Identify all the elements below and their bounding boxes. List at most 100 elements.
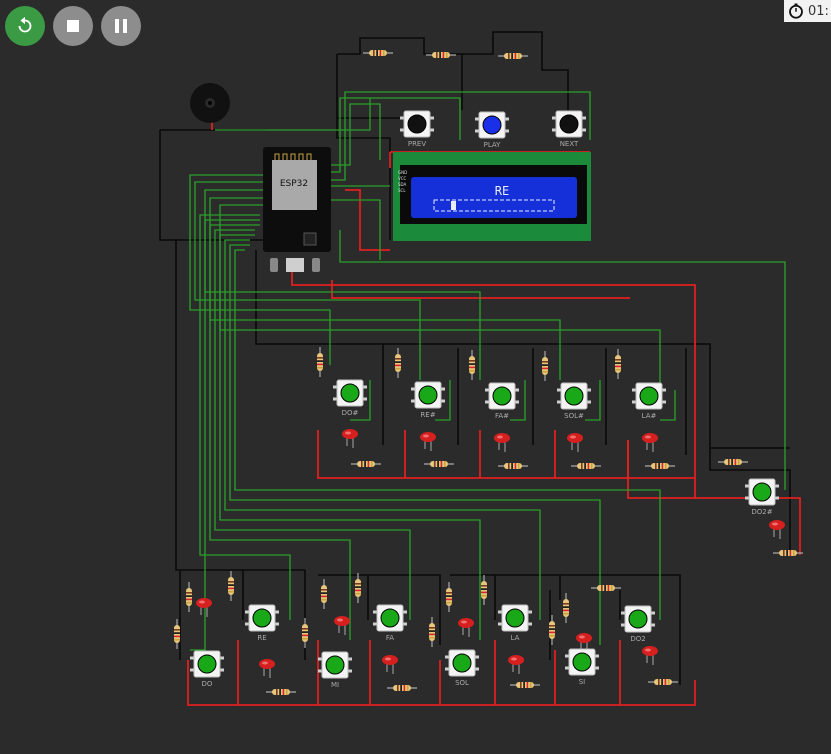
re-sharp-label: RE# xyxy=(420,411,435,419)
led[interactable] xyxy=(508,655,524,674)
resistor[interactable] xyxy=(355,573,361,603)
lcd-display: RE xyxy=(393,152,591,241)
led[interactable] xyxy=(567,433,583,452)
red-wires xyxy=(187,115,801,706)
resistor[interactable] xyxy=(773,550,803,556)
resistor[interactable] xyxy=(615,349,621,379)
resistor[interactable] xyxy=(302,618,308,648)
timer-text: 01: xyxy=(808,3,829,19)
resistor[interactable] xyxy=(174,619,180,649)
stop-button[interactable] xyxy=(53,6,93,46)
reset-button[interactable] xyxy=(312,258,320,272)
resistor[interactable] xyxy=(571,463,601,469)
led[interactable] xyxy=(769,520,785,539)
resistor[interactable] xyxy=(446,582,452,612)
led[interactable] xyxy=(494,433,510,452)
re-sharp-button[interactable]: RE# xyxy=(411,381,445,419)
resistor[interactable] xyxy=(351,461,381,467)
la-label: LA xyxy=(511,634,520,642)
fa-sharp-button[interactable]: FA# xyxy=(485,382,519,420)
restart-icon xyxy=(18,16,32,33)
green-wires xyxy=(189,91,786,651)
black-wires xyxy=(159,31,791,685)
resistor[interactable] xyxy=(469,350,475,380)
led[interactable] xyxy=(196,598,212,617)
resistor[interactable] xyxy=(645,463,675,469)
resistor[interactable] xyxy=(498,463,528,469)
resistor[interactable] xyxy=(363,50,393,56)
usb-port xyxy=(286,258,304,272)
resistor[interactable] xyxy=(591,585,621,591)
lcd-pin-label: GND xyxy=(398,170,407,175)
led[interactable] xyxy=(458,618,474,637)
resistor[interactable] xyxy=(395,348,401,378)
mi-button[interactable]: MI xyxy=(318,651,352,689)
fa-sharp-label: FA# xyxy=(495,412,509,420)
la-sharp-button[interactable]: LA# xyxy=(632,382,666,420)
fa-button[interactable]: FA xyxy=(373,604,407,642)
resistor[interactable] xyxy=(321,579,327,609)
resistor[interactable] xyxy=(510,682,540,688)
led[interactable] xyxy=(259,659,275,678)
resistor[interactable] xyxy=(429,617,435,647)
next-button[interactable]: NEXT xyxy=(552,110,586,148)
do2-sharp-label: DO2# xyxy=(751,508,772,516)
prev-button[interactable]: PREV xyxy=(400,110,434,148)
led[interactable] xyxy=(642,433,658,452)
stopwatch-icon xyxy=(789,3,803,19)
resistors xyxy=(174,50,803,695)
resistor[interactable] xyxy=(424,461,454,467)
resistor[interactable] xyxy=(387,685,417,691)
led[interactable] xyxy=(334,616,350,635)
la-sharp-label: LA# xyxy=(642,412,657,420)
do-label: DO xyxy=(202,680,213,688)
pause-button[interactable] xyxy=(101,6,141,46)
resistor[interactable] xyxy=(542,351,548,381)
do2-sharp-button[interactable]: DO2# xyxy=(745,478,779,516)
resistor[interactable] xyxy=(563,593,569,623)
lcd-pin-label: SCL xyxy=(398,188,406,193)
resistor[interactable] xyxy=(228,571,234,601)
do-sharp-label: DO# xyxy=(342,409,359,417)
led[interactable] xyxy=(382,655,398,674)
resistor[interactable] xyxy=(317,347,323,377)
do2-button[interactable]: DO2 xyxy=(621,605,655,643)
next-label: NEXT xyxy=(560,140,579,148)
resistor[interactable] xyxy=(186,582,192,612)
resistor[interactable] xyxy=(498,53,528,59)
leds xyxy=(196,429,785,678)
resistor[interactable] xyxy=(549,615,555,645)
lcd-progress-bar xyxy=(433,199,555,212)
pause-icon xyxy=(115,19,127,33)
sol-sharp-label: SOL# xyxy=(564,412,584,420)
sol-button[interactable]: SOL xyxy=(445,649,479,687)
resistor[interactable] xyxy=(426,52,456,58)
led[interactable] xyxy=(642,646,658,665)
led[interactable] xyxy=(420,432,436,451)
resistor[interactable] xyxy=(718,459,748,465)
do-button[interactable]: DO xyxy=(190,650,224,688)
la-button[interactable]: LA xyxy=(498,604,532,642)
sol-sharp-button[interactable]: SOL# xyxy=(557,382,591,420)
restart-button[interactable] xyxy=(5,6,45,46)
re-label: RE xyxy=(257,634,266,642)
si-label: SI xyxy=(579,678,586,686)
buttons: PREV PLAY NEXT DO# RE# FA# SOL# LA# DO2# DO RE MI FA… xyxy=(190,110,779,689)
resistor[interactable] xyxy=(481,575,487,605)
fa-label: FA xyxy=(386,634,394,642)
led[interactable] xyxy=(342,429,358,448)
lcd-line-1: RE xyxy=(495,184,509,198)
buzzer[interactable] xyxy=(190,83,230,123)
prev-label: PREV xyxy=(408,140,427,148)
si-button[interactable]: SI xyxy=(565,648,599,686)
esp32-board[interactable]: ESP32 xyxy=(263,147,331,272)
esp32-label: ESP32 xyxy=(280,179,308,189)
re-button[interactable]: RE xyxy=(245,604,279,642)
resistor[interactable] xyxy=(648,679,678,685)
play-button[interactable]: PLAY xyxy=(475,111,509,149)
boot-button[interactable] xyxy=(270,258,278,272)
lcd-pin-label: VCC xyxy=(398,176,407,181)
resistor[interactable] xyxy=(266,689,296,695)
do-sharp-button[interactable]: DO# xyxy=(333,379,367,417)
